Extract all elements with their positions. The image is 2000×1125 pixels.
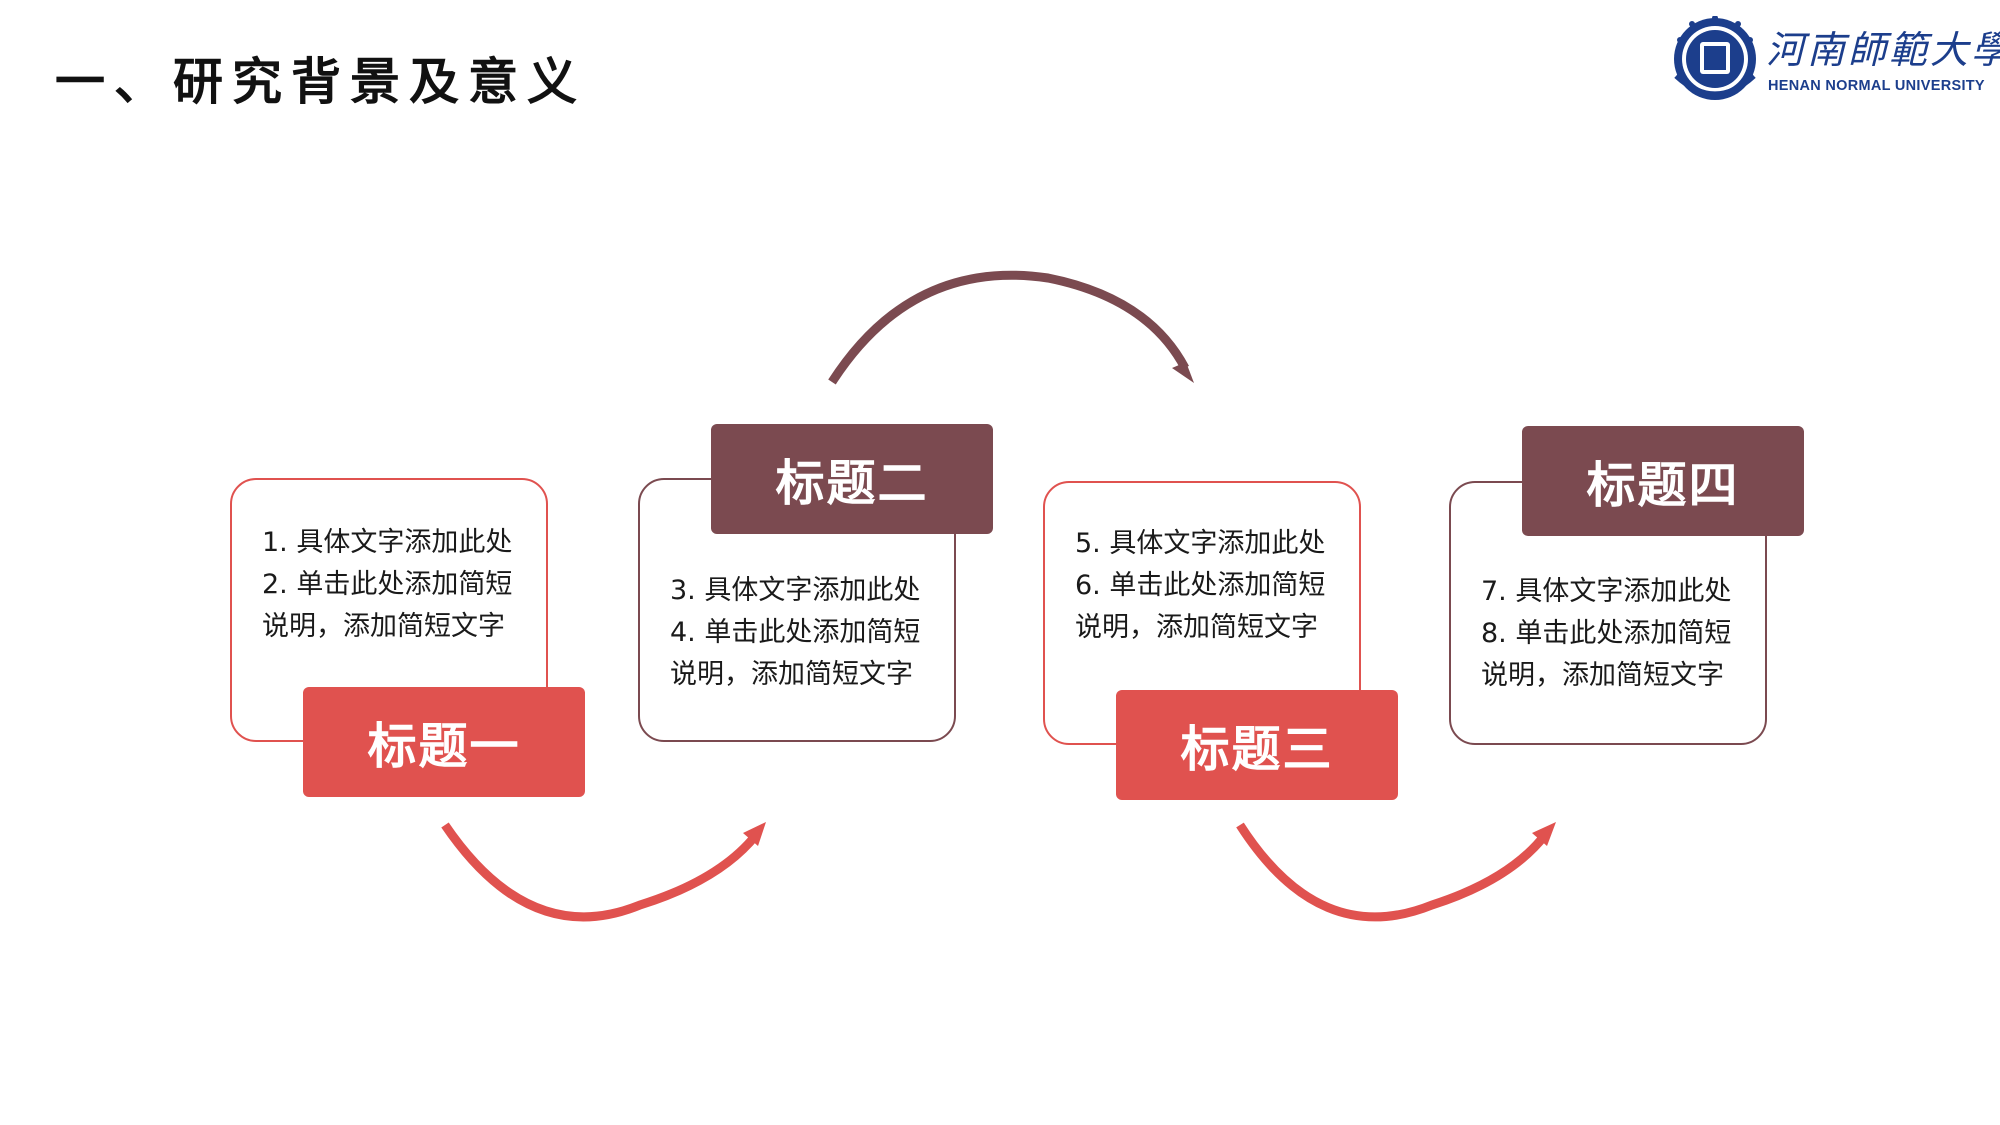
university-name-cn: 河南師範大學: [1766, 28, 2000, 72]
step-3-line-2: 6. 单击此处添加简短说明，添加简短文字: [1075, 570, 1326, 643]
arrow-step1-to-step2: [441, 822, 766, 922]
step-4-line-1: 7. 具体文字添加此处: [1481, 576, 1732, 607]
step-1-line-1: 1. 具体文字添加此处: [262, 527, 513, 558]
arrow-step2-to-step3: [828, 270, 1194, 385]
university-logo: 河南師範大學 HENAN NORMAL UNIVERSITY: [1672, 14, 2000, 104]
step-1-heading[interactable]: 标题一: [303, 687, 585, 797]
step-2-line-1: 3. 具体文字添加此处: [670, 575, 921, 606]
step-2-line-2: 4. 单击此处添加简短说明，添加简短文字: [670, 617, 921, 690]
step-4-heading[interactable]: 标题四: [1522, 426, 1804, 536]
university-name-en: HENAN NORMAL UNIVERSITY: [1768, 78, 1985, 94]
step-3-heading[interactable]: 标题三: [1116, 690, 1398, 800]
step-1-text: 1. 具体文字添加此处 2. 单击此处添加简短说明，添加简短文字: [262, 522, 522, 648]
step-2-heading[interactable]: 标题二: [711, 424, 993, 534]
step-4-text: 7. 具体文字添加此处 8. 单击此处添加简短说明，添加简短文字: [1481, 571, 1741, 697]
slide-title: 一、研究背景及意义: [55, 53, 586, 111]
arrow-step3-to-step4: [1236, 822, 1556, 922]
step-3-line-1: 5. 具体文字添加此处: [1075, 528, 1326, 559]
step-4-line-2: 8. 单击此处添加简短说明，添加简短文字: [1481, 618, 1732, 691]
step-1-line-2: 2. 单击此处添加简短说明，添加简短文字: [262, 569, 513, 642]
step-2-text: 3. 具体文字添加此处 4. 单击此处添加简短说明，添加简短文字: [670, 570, 930, 696]
step-3-text: 5. 具体文字添加此处 6. 单击此处添加简短说明，添加简短文字: [1075, 523, 1335, 649]
university-seal-icon: [1674, 16, 1756, 100]
